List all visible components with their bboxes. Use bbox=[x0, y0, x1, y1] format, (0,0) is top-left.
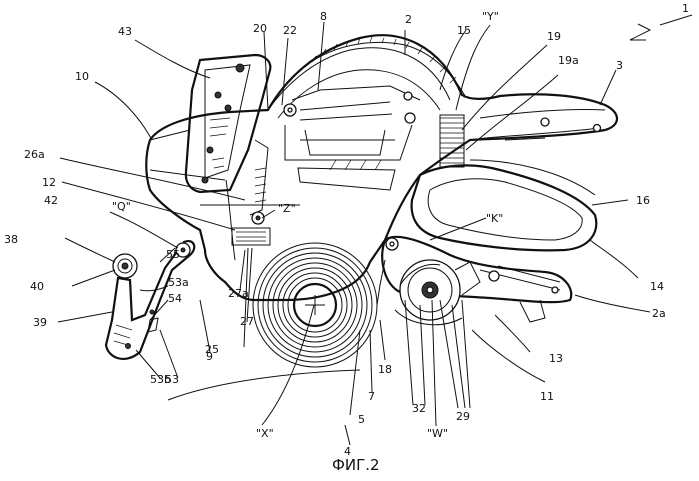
label-2a: 2a bbox=[652, 307, 666, 320]
label-27: 27 bbox=[240, 315, 254, 328]
label-Z: "Z" bbox=[278, 202, 296, 215]
label-14: 14 bbox=[650, 280, 664, 293]
label-5: 5 bbox=[358, 413, 365, 426]
label-3: 3 bbox=[616, 59, 623, 72]
label-39: 39 bbox=[33, 316, 47, 329]
label-42: 42 bbox=[44, 194, 58, 207]
label-27a: 27a bbox=[228, 287, 249, 300]
label-1: 1 bbox=[682, 2, 689, 15]
reference-labels: 1 2 2a 3 4 5 7 8 9 10 11 12 13 14 15 16 … bbox=[4, 2, 689, 458]
label-54: 54 bbox=[168, 292, 182, 305]
label-12: 12 bbox=[42, 176, 56, 189]
label-8: 8 bbox=[320, 10, 327, 23]
label-53b: 53b bbox=[150, 373, 171, 386]
left-lever-assembly bbox=[104, 240, 196, 361]
label-18: 18 bbox=[378, 363, 392, 376]
label-38: 38 bbox=[4, 233, 18, 246]
tape-roll bbox=[252, 242, 386, 368]
label-53: 53 bbox=[165, 373, 179, 386]
label-55: 55 bbox=[166, 248, 180, 261]
label-15: 15 bbox=[457, 24, 471, 37]
label-W: "W" bbox=[427, 427, 448, 440]
leader-lines bbox=[57, 14, 693, 446]
label-19: 19 bbox=[547, 30, 561, 43]
label-53a: 53a bbox=[168, 276, 189, 289]
label-11: 11 bbox=[540, 390, 554, 403]
label-2: 2 bbox=[405, 13, 412, 26]
figure-caption: ФИГ.2 bbox=[332, 456, 380, 474]
label-32: 32 bbox=[412, 402, 426, 415]
label-22: 22 bbox=[283, 24, 297, 37]
label-10: 10 bbox=[75, 70, 89, 83]
label-16: 16 bbox=[636, 194, 650, 207]
drive-wheel bbox=[394, 259, 481, 326]
cartridge-43 bbox=[149, 53, 272, 194]
label-26a: 26a bbox=[24, 148, 45, 161]
label-40: 40 bbox=[30, 280, 44, 293]
label-Q: "Q" bbox=[112, 200, 131, 213]
spring-arm-26a bbox=[231, 139, 271, 246]
label-7: 7 bbox=[368, 390, 375, 403]
label-4: 4 bbox=[344, 445, 351, 458]
label-19a: 19a bbox=[558, 54, 579, 67]
housing-body bbox=[145, 34, 619, 302]
label-X: "X" bbox=[256, 427, 274, 440]
label-13: 13 bbox=[549, 352, 563, 365]
label-20: 20 bbox=[253, 22, 267, 35]
label-Y: "Y" bbox=[482, 10, 499, 23]
label-43: 43 bbox=[118, 25, 132, 38]
label-25: 25 bbox=[205, 343, 219, 356]
label-K: "K" bbox=[486, 212, 503, 225]
label-29: 29 bbox=[456, 410, 470, 423]
label-9: 9 bbox=[206, 350, 213, 363]
handle-14 bbox=[410, 159, 598, 252]
